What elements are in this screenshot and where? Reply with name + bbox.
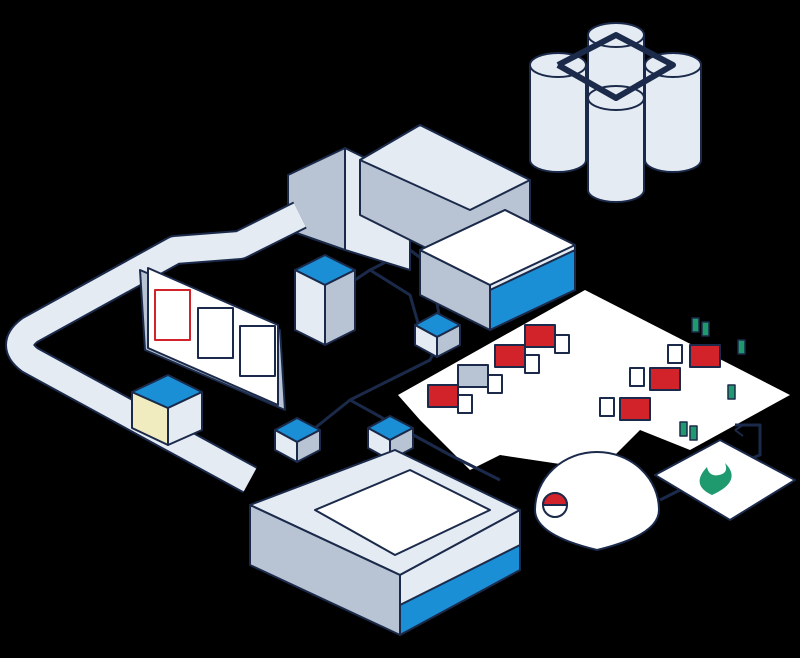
silo bbox=[644, 52, 702, 173]
arrow-icon bbox=[734, 423, 746, 437]
silos bbox=[529, 22, 702, 203]
green-bins bbox=[679, 317, 746, 441]
sorting-monitor bbox=[139, 267, 286, 411]
truck bbox=[427, 384, 473, 414]
conveyor-belt-surface bbox=[7, 203, 306, 492]
network-node bbox=[274, 417, 321, 463]
truck-yard-platform bbox=[398, 290, 790, 470]
truck bbox=[457, 364, 503, 394]
bioenergy-card bbox=[654, 423, 796, 521]
truck bbox=[494, 344, 540, 374]
truck bbox=[524, 324, 570, 354]
silo bbox=[587, 85, 645, 203]
silo-pipes bbox=[556, 32, 676, 101]
truck bbox=[629, 367, 681, 391]
warehouse-building bbox=[249, 449, 521, 636]
scrap-item-card bbox=[239, 325, 276, 377]
truck bbox=[667, 344, 721, 368]
truck bbox=[599, 397, 651, 421]
server-tower bbox=[294, 254, 356, 346]
trucks bbox=[427, 324, 721, 421]
network-node bbox=[414, 312, 461, 358]
biogas-dome bbox=[534, 451, 660, 551]
sorting-box bbox=[131, 374, 203, 446]
leaf-flame-icon bbox=[699, 463, 732, 495]
bottle-item-card bbox=[154, 289, 191, 341]
silo bbox=[529, 52, 587, 173]
cup-item-card bbox=[197, 307, 234, 359]
